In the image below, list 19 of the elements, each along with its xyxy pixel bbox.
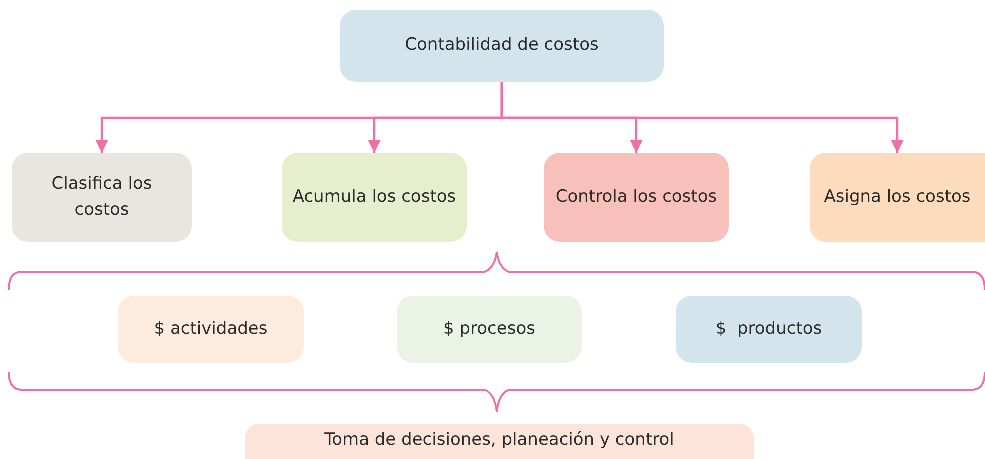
rounded-box [544, 153, 729, 242]
box-label: Clasifica los costos [50, 173, 154, 222]
rounded-box [340, 10, 664, 82]
arrow [500, 82, 904, 153]
rounded-box [118, 296, 304, 363]
box-label: $ actividades [154, 318, 268, 341]
rounded-box [12, 153, 192, 242]
box-label: Controla los costos [556, 186, 718, 209]
box-label: Toma de decisiones, planeación y control [324, 428, 674, 452]
rounded-box [282, 153, 467, 242]
rounded-box [397, 296, 582, 363]
box-label: Asigna los costos [824, 186, 971, 209]
rounded-box [245, 424, 754, 459]
box-label: Contabilidad de costos [405, 34, 599, 58]
rounded-box [810, 153, 985, 242]
box-label: Acumula los costos [292, 186, 456, 209]
rounded-box [676, 296, 862, 363]
box-label: $ productos [716, 318, 822, 341]
box-label: $ procesos [444, 318, 536, 341]
